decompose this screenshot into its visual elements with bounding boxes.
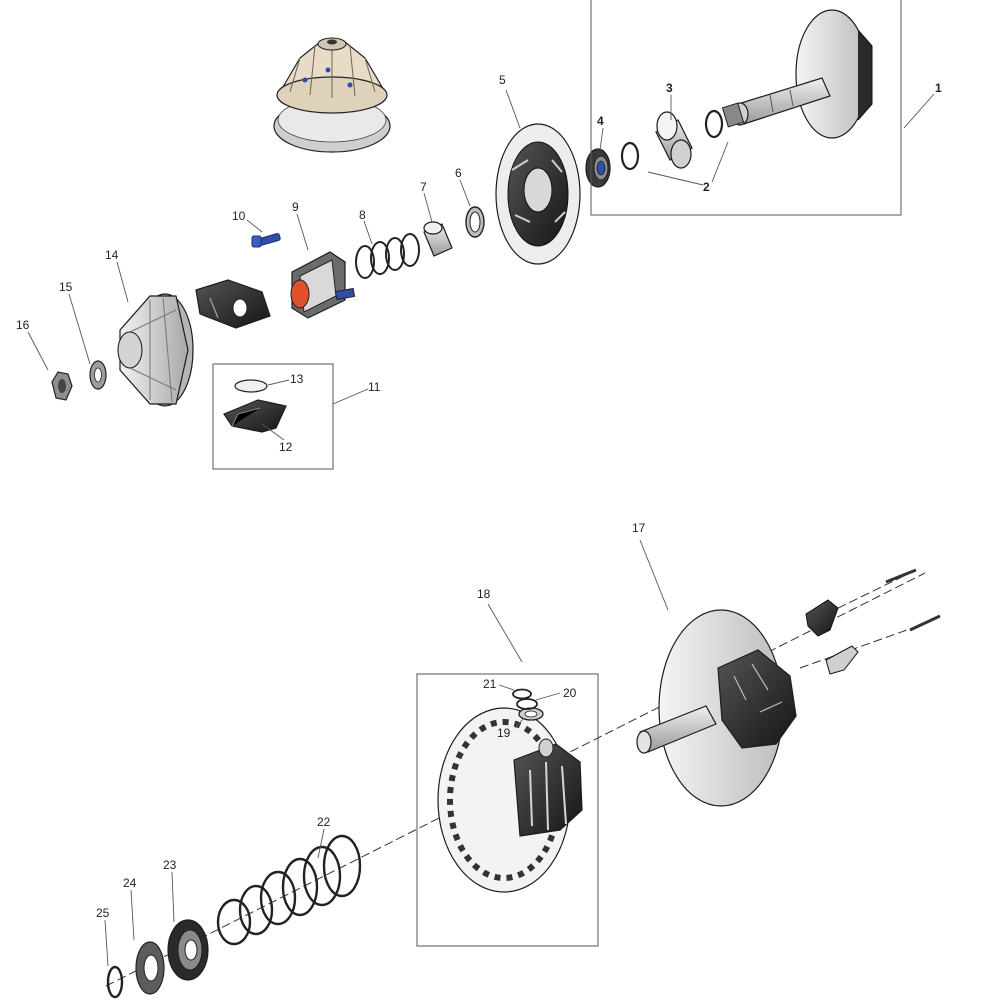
callout-22: 22: [317, 815, 331, 829]
callout-13: 13: [290, 372, 304, 386]
weight-block-part: [223, 399, 287, 433]
callout-17: 17: [632, 521, 646, 535]
washer-part: [89, 360, 107, 390]
shim-ring-part: [620, 109, 724, 171]
leader-lines-lower: [104, 539, 669, 967]
kit-18-frame: [416, 673, 599, 947]
callout-24: 24: [123, 876, 137, 890]
hex-nut-part: [51, 371, 73, 401]
callout-20: 20: [563, 686, 577, 700]
callout-18: 18: [477, 587, 491, 601]
fixed-sheave-shaft-part: [721, 9, 873, 139]
callout-12: 12: [279, 440, 293, 454]
callout-4: 4: [597, 114, 604, 128]
callout-labels-upper: 1 2 3 4 5 6 7 8 9 10 11 12 13 14 15 16: [16, 73, 942, 454]
driven-fixed-sheave-part: [636, 609, 797, 807]
callout-19: 19: [497, 726, 511, 740]
bearing-part: [585, 148, 611, 188]
callout-14: 14: [105, 248, 119, 262]
spacer-sleeve-part: [423, 221, 453, 257]
bolt-part: [251, 233, 281, 248]
clutch-cover-part: [117, 293, 194, 407]
circlip-part: [106, 965, 124, 999]
kit-1-frame: [590, 0, 902, 216]
spring-seat-part: [167, 919, 209, 981]
kit-11-frame: [212, 363, 334, 470]
seal-ring-part: [516, 698, 538, 710]
assembled-drive-clutch-illustration: [273, 37, 391, 153]
retaining-ring-part: [465, 206, 485, 238]
coil-spring-part: [355, 233, 420, 279]
callout-23: 23: [163, 858, 177, 872]
driven-movable-sheave-part: [437, 707, 583, 893]
callout-9: 9: [292, 200, 299, 214]
bushing-sleeve-part: [655, 111, 693, 169]
bushing-part: [518, 707, 544, 721]
ramp-button-part: [805, 599, 859, 675]
callout-3: 3: [666, 81, 673, 95]
shim-washer-part: [135, 941, 165, 995]
callout-1: 1: [935, 81, 942, 95]
cap-part: [234, 379, 268, 393]
callout-15: 15: [59, 280, 73, 294]
movable-sheave-part: [495, 123, 581, 265]
leader-lines-upper: [27, 89, 935, 441]
callout-25: 25: [96, 906, 110, 920]
spider-hub-part: [290, 251, 356, 319]
o-ring-part: [512, 688, 532, 700]
callout-2: 2: [703, 180, 710, 194]
callout-16: 16: [16, 318, 30, 332]
retaining-pin-part: [885, 568, 941, 632]
driven-spring-part: [216, 834, 362, 946]
callout-6: 6: [455, 166, 462, 180]
callout-5: 5: [499, 73, 506, 87]
callout-8: 8: [359, 208, 366, 222]
callout-labels-lower: 17 18 19 20 21 22 23 24 25: [96, 521, 646, 920]
callout-7: 7: [420, 180, 427, 194]
callout-11: 11: [368, 380, 381, 394]
callout-21: 21: [483, 677, 497, 691]
callout-10: 10: [232, 209, 246, 223]
roller-weight-assembly-part: [195, 279, 271, 329]
